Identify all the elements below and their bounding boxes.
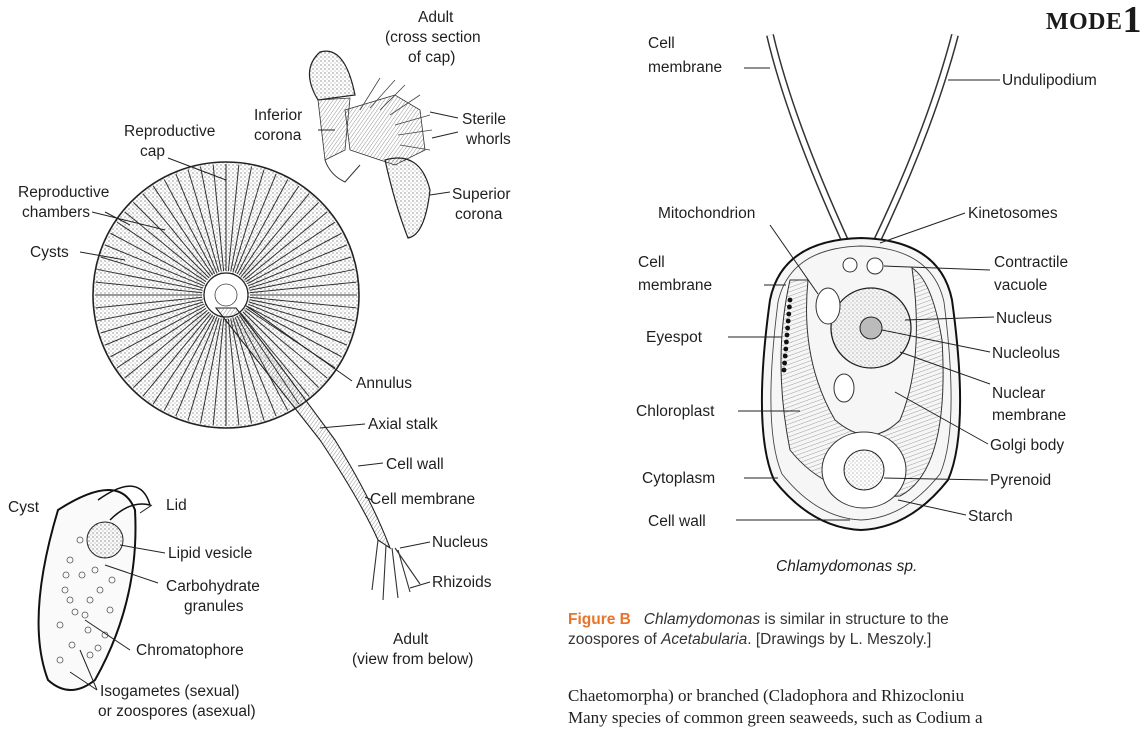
label-isogametes-1: Isogametes (sexual): [100, 682, 240, 701]
label-annulus: Annulus: [356, 374, 412, 393]
label-cyst: Cyst: [8, 498, 39, 517]
label-isogametes-2: or zoospores (asexual): [98, 702, 256, 721]
label-axial-stalk: Axial stalk: [368, 415, 438, 434]
label-sterile-2: whorls: [466, 130, 511, 149]
cyst-drawing: [39, 486, 150, 690]
caption-line-2: zoospores of Acetabularia. [Drawings by …: [568, 630, 1142, 650]
label-golgi: Golgi body: [990, 436, 1064, 455]
label-nuclear-membrane-1: Nuclear: [992, 384, 1045, 403]
label-adult-top-sub2: of cap): [408, 48, 455, 67]
body-text-line-1: Chaetomorpha) or branched (Cladophora an…: [568, 686, 964, 706]
label-cell-wall-left: Cell wall: [386, 455, 444, 474]
label-undulipodium: Undulipodium: [1002, 71, 1097, 90]
label-chromatophore: Chromatophore: [136, 641, 244, 660]
caption-italic-2: Acetabularia: [661, 631, 747, 648]
label-repro-chambers-1: Reproductive: [18, 183, 109, 202]
label-inferior-1: Inferior: [254, 106, 302, 125]
label-repro-chambers-2: chambers: [22, 203, 90, 222]
label-nucleus-left: Nucleus: [432, 533, 488, 552]
body-text-line-2: Many species of common green seaweeds, s…: [568, 708, 983, 728]
reproductive-cap-disc: [93, 162, 359, 428]
label-repro-cap-1: Reproductive: [124, 122, 215, 141]
label-pyrenoid: Pyrenoid: [990, 471, 1051, 490]
label-inferior-2: corona: [254, 126, 301, 145]
label-contractile-2: vacuole: [994, 276, 1047, 295]
species-text: Chlamydomonas sp.: [776, 558, 917, 575]
label-superior-2: corona: [455, 205, 502, 224]
label-cell-membrane-mid-1: Cell: [638, 253, 665, 272]
label-adult-bottom-sub: (view from below): [352, 650, 473, 669]
figure-caption: Figure B Chlamydomonas is similar in str…: [568, 610, 1142, 650]
label-cell-membrane-mid-2: membrane: [638, 276, 712, 295]
label-starch: Starch: [968, 507, 1013, 526]
label-repro-cap-2: cap: [140, 142, 165, 161]
label-carbohydrate-2: granules: [184, 597, 243, 616]
caption-text-2a: zoospores of: [568, 631, 661, 648]
label-cell-membrane-top-1: Cell: [648, 34, 675, 53]
label-cell-membrane-top-2: membrane: [648, 58, 722, 77]
label-contractile-1: Contractile: [994, 253, 1068, 272]
caption-text-2c: . [Drawings by L. Meszoly.]: [747, 631, 931, 648]
label-adult-top: Adult: [418, 8, 453, 27]
label-cell-membrane-left: Cell membrane: [370, 490, 475, 509]
label-cysts: Cysts: [30, 243, 69, 262]
label-carbohydrate-1: Carbohydrate: [166, 577, 260, 596]
label-lipid-vesicle: Lipid vesicle: [168, 544, 252, 563]
label-nucleus-right: Nucleus: [996, 309, 1052, 328]
label-superior-1: Superior: [452, 185, 511, 204]
label-species: Chlamydomonas sp.: [776, 557, 917, 576]
caption-line-1: Figure B Chlamydomonas is similar in str…: [568, 610, 1142, 630]
caption-figure-label: Figure B: [568, 611, 631, 628]
label-cell-wall-right: Cell wall: [648, 512, 706, 531]
label-lid: Lid: [166, 496, 187, 515]
caption-text-1: is similar in structure to the: [760, 611, 949, 628]
label-nucleolus: Nucleolus: [992, 344, 1060, 363]
label-kinetosomes: Kinetosomes: [968, 204, 1058, 223]
label-chloroplast: Chloroplast: [636, 402, 714, 421]
label-rhizoids: Rhizoids: [432, 573, 491, 592]
label-nuclear-membrane-2: membrane: [992, 406, 1066, 425]
label-adult-top-sub1: (cross section: [385, 28, 481, 47]
label-sterile-1: Sterile: [462, 110, 506, 129]
label-adult-bottom: Adult: [393, 630, 428, 649]
label-mitochondrion: Mitochondrion: [658, 204, 755, 223]
caption-italic-1: Chlamydomonas: [644, 611, 760, 628]
label-cytoplasm: Cytoplasm: [642, 469, 715, 488]
label-eyespot: Eyespot: [646, 328, 702, 347]
